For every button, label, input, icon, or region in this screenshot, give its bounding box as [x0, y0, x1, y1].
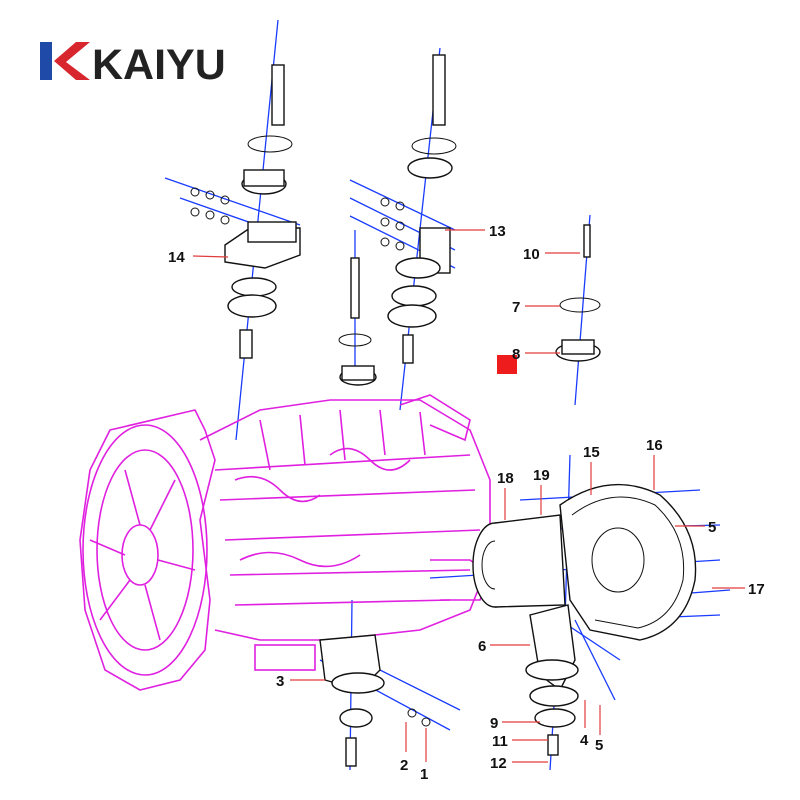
callout-9: 9 [490, 715, 498, 732]
callout-4: 4 [580, 732, 589, 749]
callout-13: 13 [489, 223, 506, 240]
callouts: 14 13 10 7 8 15 16 18 19 5 17 6 3 9 4 5 … [168, 223, 765, 783]
front-mount-assembly [190, 64, 301, 359]
callout-2: 2 [400, 757, 408, 774]
exploded-isolator-stack [555, 224, 601, 362]
brand-logo: KAIYU [40, 41, 226, 89]
callout-16: 16 [646, 437, 663, 454]
callout-3: 3 [276, 673, 284, 690]
center-stud-assembly [338, 257, 377, 386]
callout-11: 11 [492, 733, 508, 750]
logo-k-mark-icon [40, 42, 90, 80]
callout-17: 17 [748, 581, 765, 598]
callout-18: 18 [497, 470, 514, 487]
callout-8: 8 [512, 346, 520, 363]
callout-19: 19 [533, 467, 550, 484]
red-marker [497, 355, 517, 374]
callout-15: 15 [583, 444, 600, 461]
callout-12: 12 [490, 755, 507, 772]
callout-1: 1 [420, 766, 428, 783]
lower-rear-bracket [525, 604, 579, 756]
callout-7: 7 [512, 299, 520, 316]
assembly-axes [164, 19, 731, 771]
callout-14: 14 [168, 249, 185, 266]
leader-lines [192, 229, 745, 763]
callout-5-upper: 5 [708, 519, 716, 536]
rear-upper-mount-assembly [380, 54, 457, 364]
engine-block [79, 394, 491, 691]
adapter-ring [472, 514, 566, 608]
brand-name: KAIYU [92, 41, 226, 89]
callout-10: 10 [523, 246, 540, 263]
callout-5-lower: 5 [595, 737, 603, 754]
callout-6: 6 [478, 638, 486, 655]
flywheel-housing [559, 483, 697, 641]
lower-front-bracket [319, 634, 431, 767]
